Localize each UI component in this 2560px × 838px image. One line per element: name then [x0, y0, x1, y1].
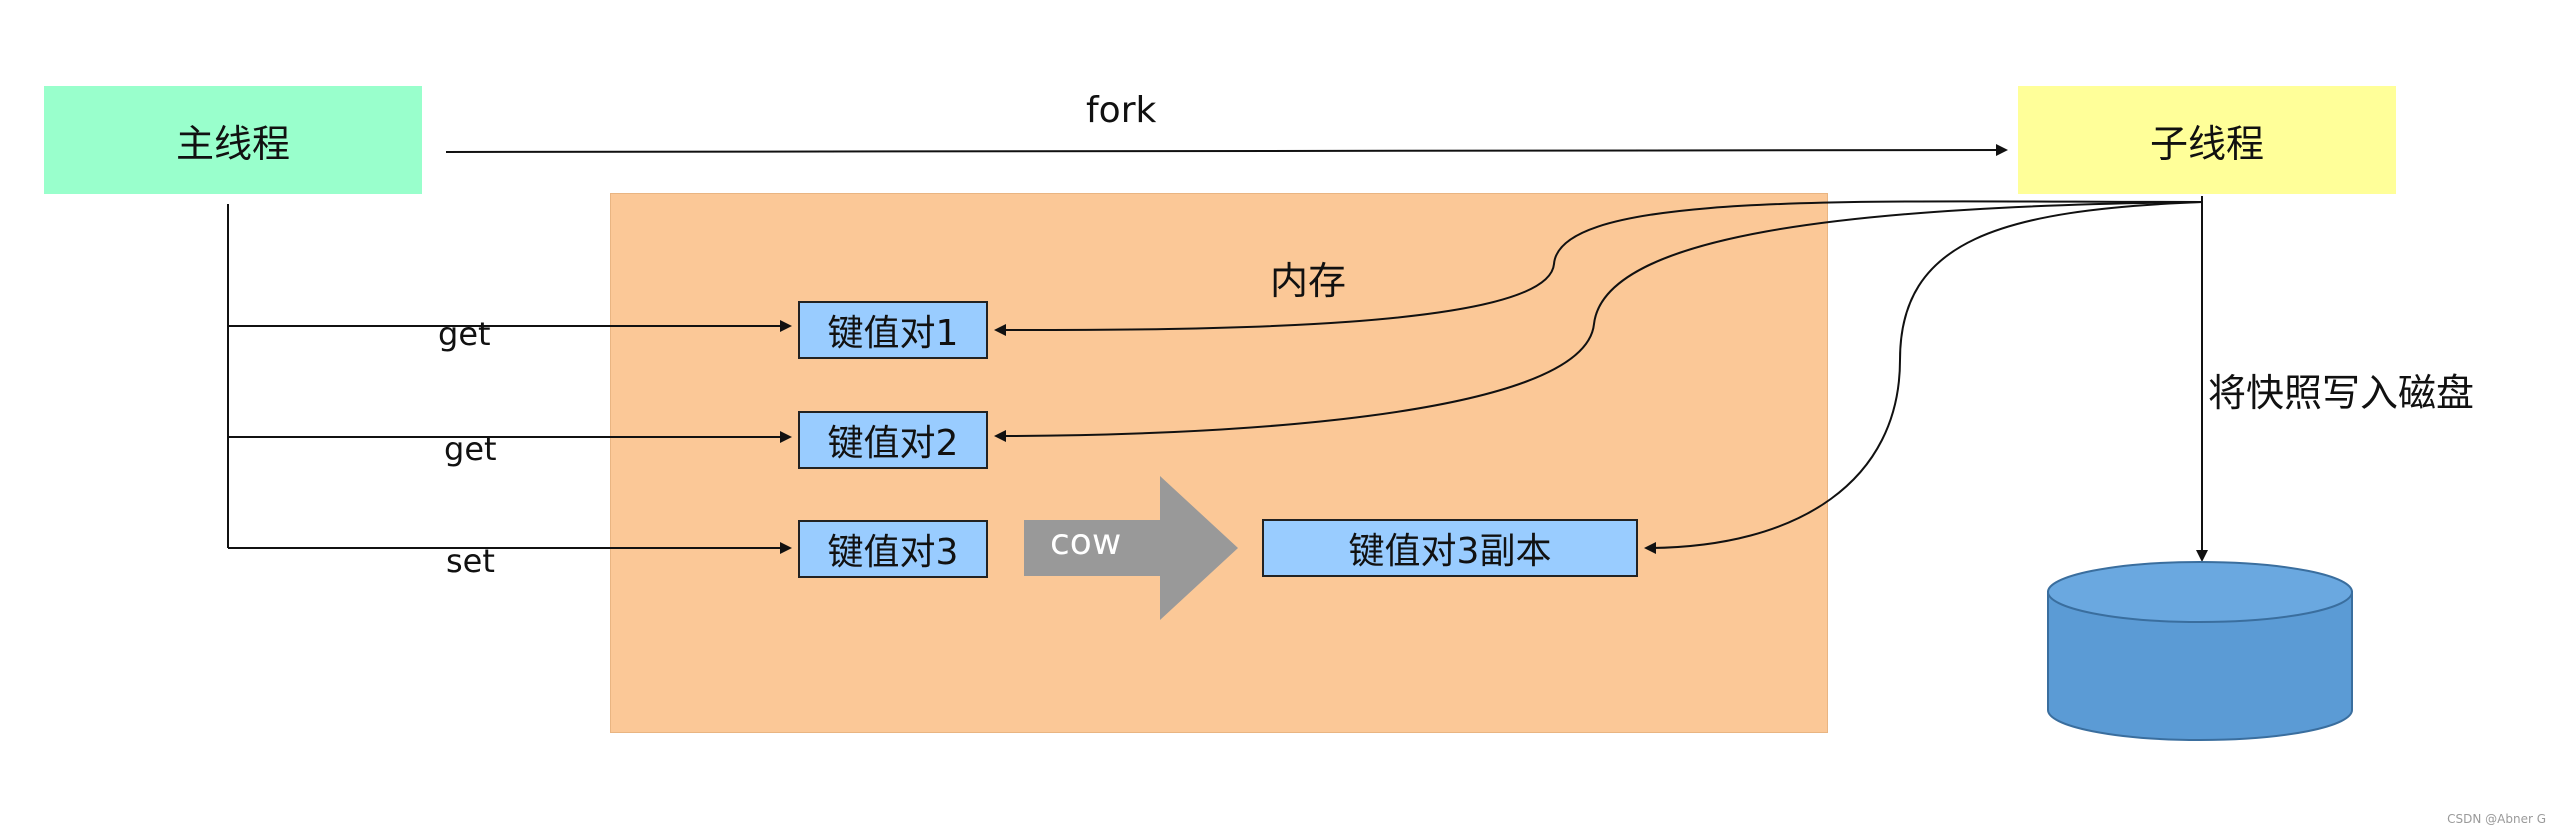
kv3-box: 键值对3 [798, 520, 988, 578]
disk-icon [2047, 561, 2353, 741]
watermark: CSDN @Abner G [2447, 812, 2546, 826]
kv1-box: 键值对1 [798, 301, 988, 359]
cow-arrow-shape [1024, 476, 1238, 620]
set-label: set [446, 542, 495, 580]
child-to-kv3copy-curve [1644, 201, 2203, 554]
child-thread-box: 子线程 [2018, 86, 2396, 194]
fork-arrow [445, 144, 2008, 157]
kv3-copy-box: 键值对3副本 [1262, 519, 1638, 577]
child-to-kv2-curve [994, 201, 2203, 442]
kv2-box: 键值对2 [798, 411, 988, 469]
write-snapshot-label: 将快照写入磁盘 [2208, 371, 2475, 415]
memory-label: 内存 [1270, 259, 1347, 303]
get1-label: get [438, 315, 491, 353]
cow-label: cow [1050, 522, 1122, 563]
fork-label: fork [1086, 90, 1157, 131]
child-to-kv1-curve [994, 200, 2203, 336]
main-thread-box: 主线程 [44, 86, 422, 194]
get2-label: get [444, 430, 497, 468]
